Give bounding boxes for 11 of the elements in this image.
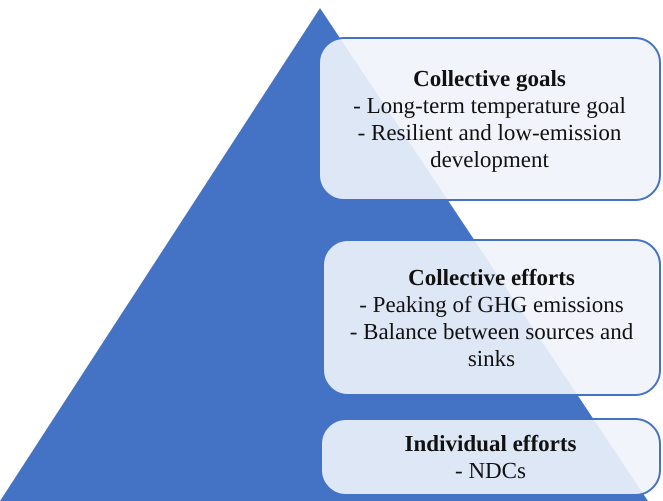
box-heading: Individual efforts <box>404 430 576 457</box>
text-box <box>320 418 661 496</box>
bullet-text: - Balance between sources and sinks <box>348 318 634 372</box>
text-box <box>318 37 661 201</box>
box-heading: Collective efforts <box>408 264 575 290</box>
box-heading: Collective goals <box>413 65 566 92</box>
bullet-text: - NDCs <box>455 457 526 484</box>
bullet-text: - Long-term temperature goal <box>353 92 626 119</box>
bullet-text: - Peaking of GHG emissions <box>359 290 624 318</box>
bullet-text: - Resilient and low-emission development <box>356 119 622 173</box>
text-box <box>322 239 661 396</box>
